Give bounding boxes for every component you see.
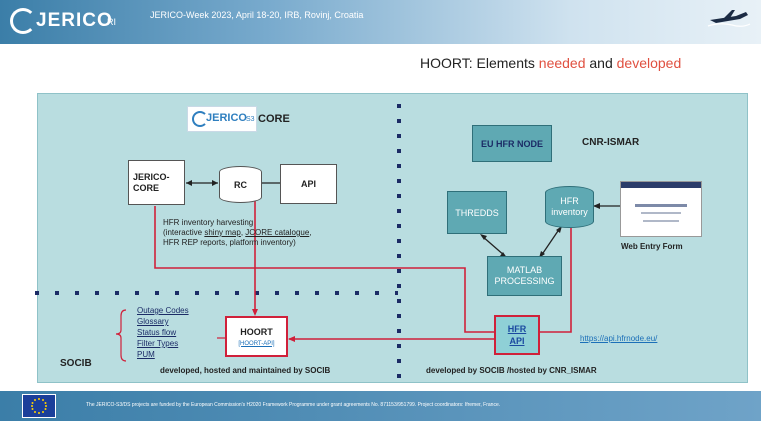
footer-bar [0, 391, 761, 421]
jerico-logo-text: JERICO [36, 10, 113, 31]
pum-item[interactable]: PUM [137, 350, 155, 359]
cnr-ismar-label: CNR-ISMAR [582, 137, 640, 148]
slide-title: HOORT: Elements needed and developed [420, 55, 681, 71]
header-bar [0, 0, 761, 44]
title-text-1: HOORT: Elements [420, 55, 539, 71]
footer-funding-text: The JERICO-S3/DS projects are funded by … [86, 402, 501, 408]
web-form-topbar [621, 182, 701, 188]
thredds-box: THREDDS [447, 191, 507, 234]
jerico-s3-logo-text: JERICO [206, 112, 247, 124]
hfr-api-url[interactable]: https://api.hfrnode.eu/ [580, 334, 658, 343]
socib-label: SOCIB [60, 358, 92, 369]
matlab-processing-box: MATLAB PROCESSING [487, 256, 562, 296]
api-box: API [280, 164, 337, 204]
jerico-logo-sub: RI [107, 17, 116, 27]
harvest-text-a: (interactive [163, 228, 205, 237]
shiny-map-link[interactable]: shiny map [204, 228, 241, 237]
jerico-s3-logo-icon [192, 111, 208, 127]
jerico-s3-logo: JERICO S3 [187, 106, 257, 132]
web-form-line [635, 204, 687, 207]
hfr-api-link[interactable]: HFR API [507, 324, 527, 346]
jerico-logo-icon [10, 8, 36, 34]
outage-codes-item[interactable]: Outage Codes [137, 306, 189, 315]
harvest-title: HFR inventory harvesting [163, 218, 254, 227]
eu-hfr-node-box: EU HFR NODE [472, 125, 552, 162]
harvest-line-3: HFR REP reports, platform inventory) [163, 238, 296, 247]
title-text-2: and [585, 55, 617, 71]
hoort-api-link[interactable]: [HOORT-API] [238, 340, 275, 347]
hoort-label: HOORT [240, 326, 273, 337]
thredds-label: THREDDS [455, 207, 499, 218]
title-developed: developed [616, 55, 682, 71]
harvest-text-b: , [309, 228, 312, 237]
rc-label: RC [234, 179, 247, 190]
web-form-line [643, 220, 679, 222]
web-entry-form-screenshot [620, 181, 702, 237]
socib-footer-note: developed, hosted and maintained by SOCI… [160, 366, 331, 375]
jcore-catalogue-link[interactable]: JCORE catalogue [245, 228, 310, 237]
hoort-box: HOORT [HOORT-API] [225, 316, 288, 357]
title-needed: needed [538, 55, 586, 71]
harvest-sep: , [240, 228, 246, 237]
hfr-api-box[interactable]: HFR API [494, 315, 540, 355]
rc-cylinder: RC [219, 166, 262, 203]
eu-flag-icon [22, 394, 56, 418]
harvest-line-2: (interactive shiny map, JCORE catalogue, [163, 228, 312, 238]
hfr-inventory-cylinder: HFR inventory [545, 186, 594, 228]
filter-types-item[interactable]: Filter Types [137, 339, 179, 348]
eu-stars-icon [31, 398, 47, 414]
jerico-core-label: JERICO-CORE [133, 171, 170, 193]
cnr-footer-note: developed by SOCIB /hosted by CNR_ISMAR [426, 366, 597, 375]
api-label: API [300, 179, 316, 189]
status-flow-item[interactable]: Status flow [137, 328, 177, 337]
core-label: CORE [258, 113, 290, 125]
matlab-processing-label: MATLAB PROCESSING [494, 265, 555, 286]
glossary-item[interactable]: Glossary [137, 317, 169, 326]
jerico-core-box: JERICO-CORE [128, 160, 185, 205]
eu-hfr-node-label: EU HFR NODE [480, 138, 543, 149]
web-form-line [641, 212, 681, 214]
web-entry-form-label: Web Entry Form [621, 242, 683, 251]
hfr-inventory-label: HFR inventory [551, 196, 588, 217]
jerico-s3-logo-sub: S3 [246, 116, 255, 123]
event-title: JERICO-Week 2023, April 18-20, IRB, Rovi… [150, 10, 364, 20]
glider-icon [707, 10, 751, 27]
